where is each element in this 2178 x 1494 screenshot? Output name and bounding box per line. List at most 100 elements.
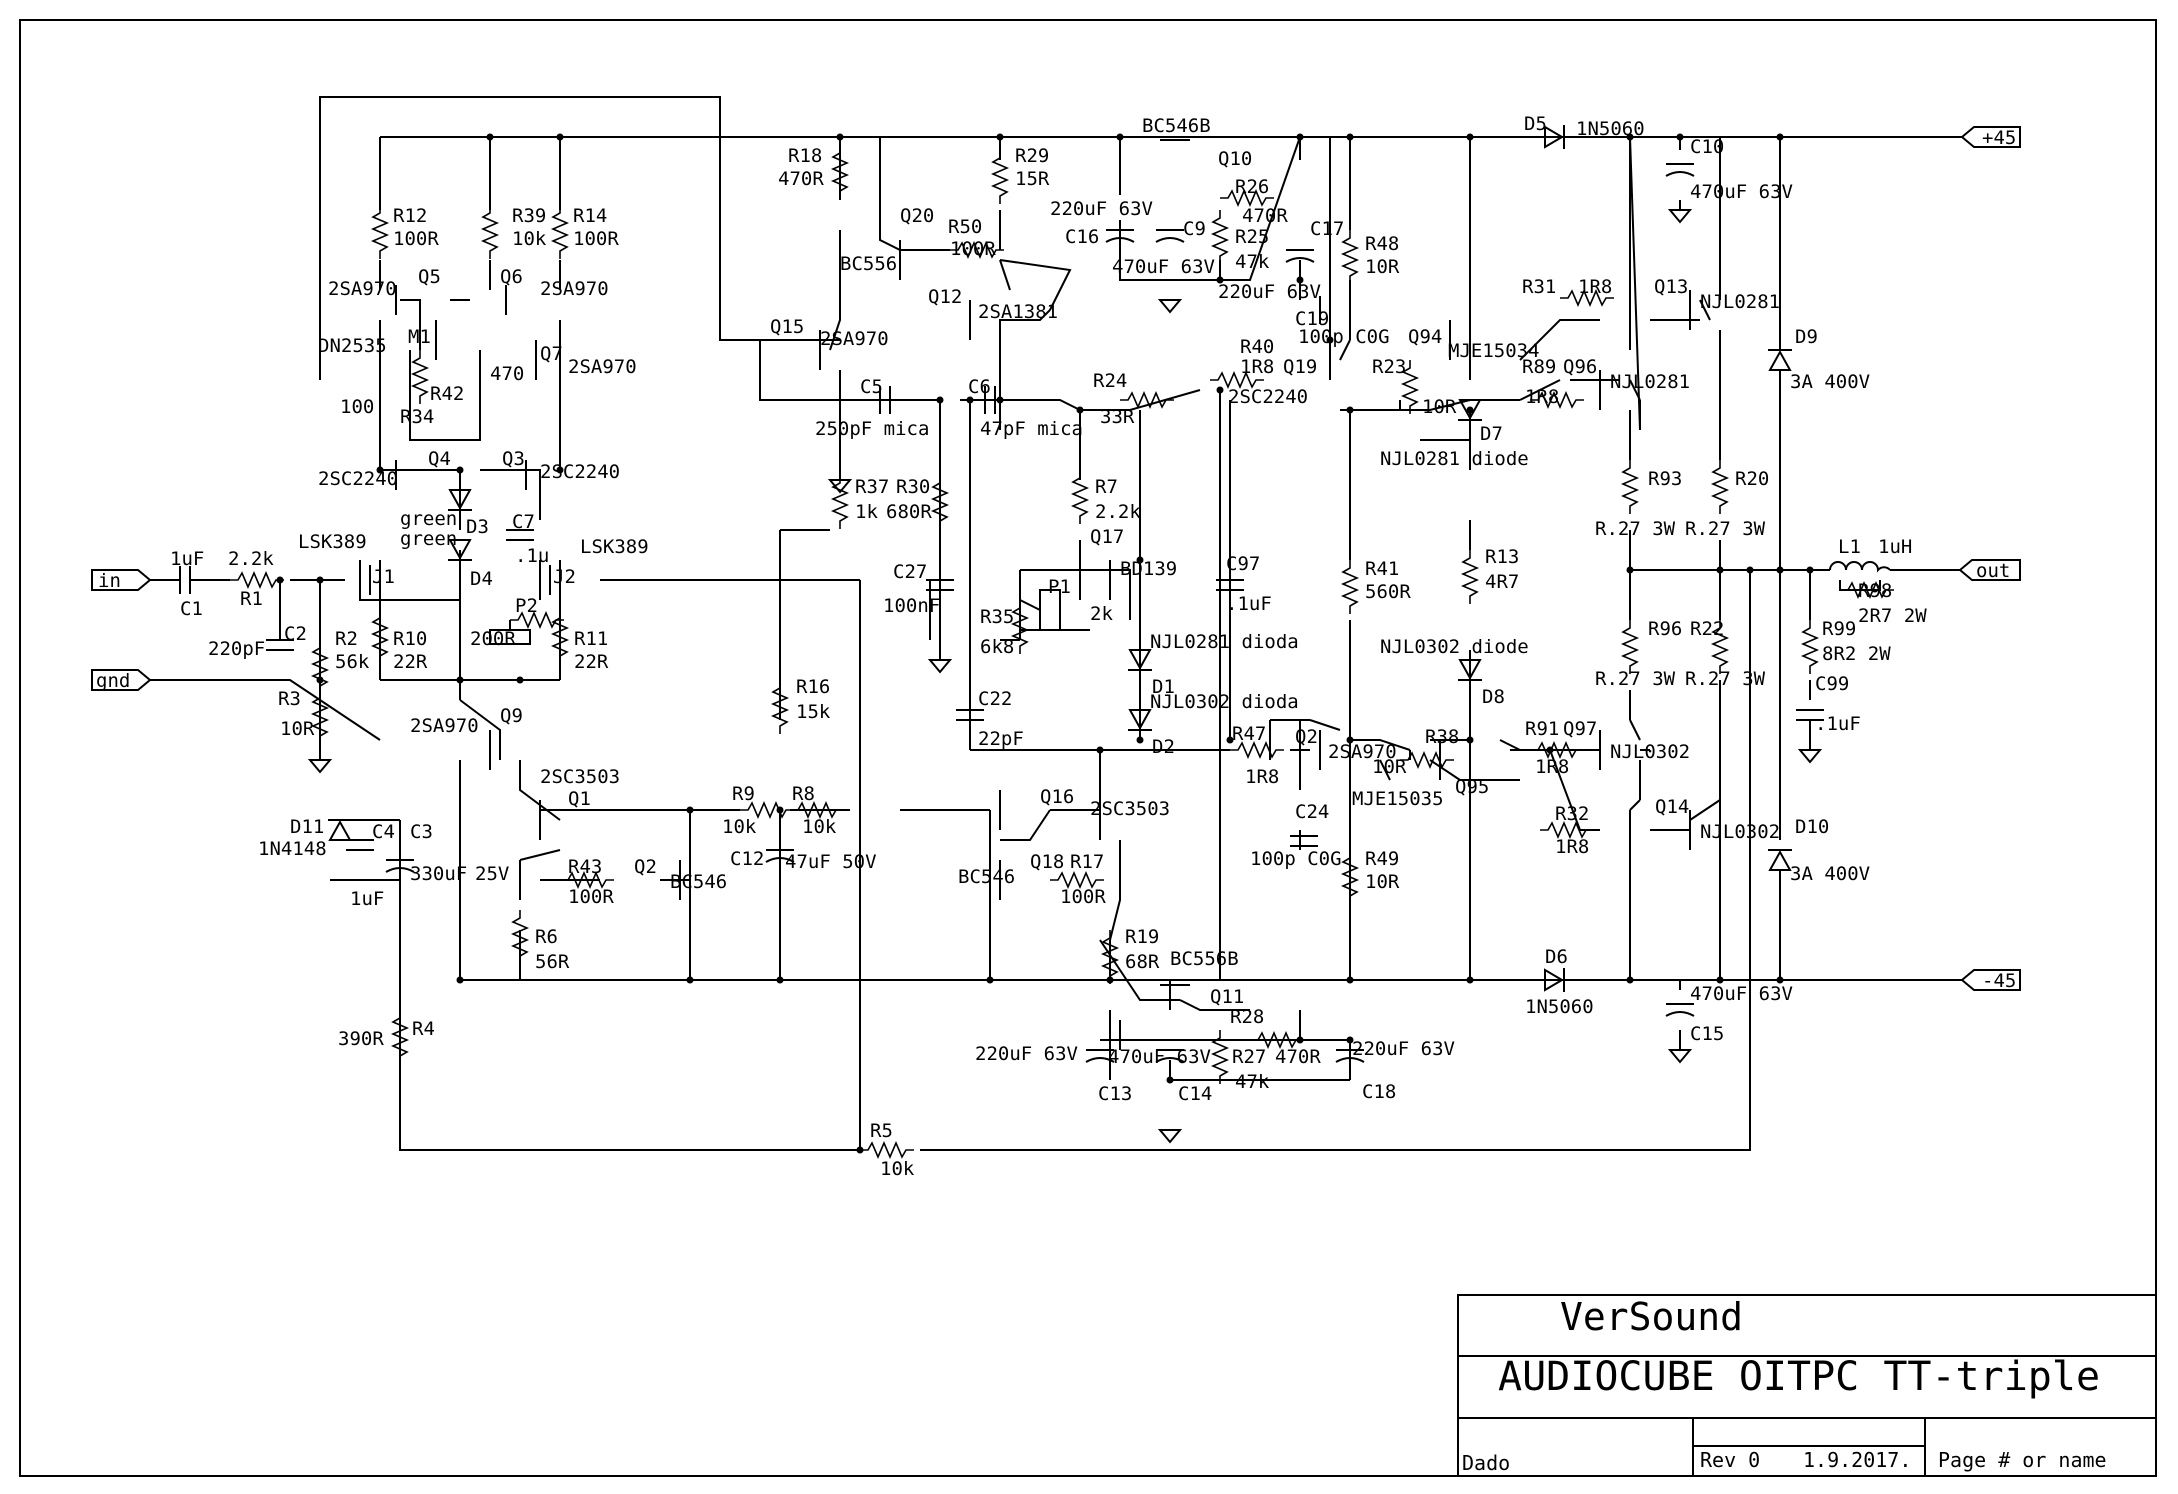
value-R19: 68R bbox=[1125, 951, 1160, 973]
label-C13: C13 bbox=[1098, 1083, 1132, 1105]
label-Q17: Q17 bbox=[1090, 526, 1124, 548]
author-name: Dado bbox=[1462, 1451, 1510, 1475]
label-R48: R48 bbox=[1365, 233, 1399, 255]
label-D5: D5 bbox=[1524, 113, 1547, 135]
label-J2: J2 bbox=[553, 566, 576, 588]
label-R6: R6 bbox=[535, 926, 558, 948]
label-R22: R22 bbox=[1690, 618, 1724, 640]
value-R11: 22R bbox=[574, 651, 609, 673]
label-C18: C18 bbox=[1362, 1081, 1396, 1103]
label-R19: R19 bbox=[1125, 926, 1159, 948]
value-R14: 100R bbox=[573, 228, 619, 250]
label-R43: R43 bbox=[568, 856, 602, 878]
type-Q6: 2SA970 bbox=[540, 278, 609, 300]
label-J1: J1 bbox=[372, 566, 395, 588]
value-R48: 10R bbox=[1365, 256, 1400, 278]
label-D8: D8 bbox=[1482, 686, 1505, 708]
label-C17: C17 bbox=[1310, 218, 1344, 240]
label-Q15: Q15 bbox=[770, 316, 804, 338]
label-R8: R8 bbox=[792, 783, 815, 805]
type-D10: 3A 400V bbox=[1790, 863, 1870, 885]
label-R5: R5 bbox=[870, 1120, 893, 1142]
value-R27: 47k bbox=[1235, 1071, 1270, 1093]
label-R11: R11 bbox=[574, 628, 608, 650]
type-Q19: 2SC2240 bbox=[1228, 386, 1308, 408]
port-out[interactable]: out bbox=[1958, 559, 2021, 582]
label-R17: R17 bbox=[1070, 851, 1104, 873]
port-pos-supply[interactable]: +45 bbox=[1960, 126, 2021, 149]
label-R29: R29 bbox=[1015, 145, 1049, 167]
label-R9: R9 bbox=[732, 783, 755, 805]
label-D4: D4 bbox=[470, 568, 493, 590]
value-C99: .1uF bbox=[1815, 713, 1861, 735]
label-P2: P2 bbox=[515, 595, 538, 617]
label-R12: R12 bbox=[393, 205, 427, 227]
value-C10: 470uF 63V bbox=[1690, 181, 1793, 203]
value-R93: R.27 3W bbox=[1595, 518, 1676, 540]
label-C14: C14 bbox=[1178, 1083, 1212, 1105]
type-J2: LSK389 bbox=[580, 536, 649, 558]
label-C6: C6 bbox=[968, 376, 991, 398]
port-in[interactable]: in bbox=[91, 569, 152, 592]
page-name: Page # or name bbox=[1938, 1448, 2107, 1472]
label-R93: R93 bbox=[1648, 468, 1682, 490]
type-Q11: BC556B bbox=[1170, 948, 1239, 970]
type-Q14: NJL0302 bbox=[1700, 821, 1780, 843]
value-R98: 2R7 2W bbox=[1858, 605, 1927, 627]
label-R25: R25 bbox=[1235, 226, 1269, 248]
value-C97: .1uF bbox=[1226, 593, 1272, 615]
value-C18: 220uF 63V bbox=[1352, 1038, 1455, 1060]
type-Q16: 2SC3503 bbox=[1090, 798, 1170, 820]
value-R28: 470R bbox=[1275, 1046, 1321, 1068]
type-D1: NJL0281 dioda bbox=[1150, 631, 1299, 653]
label-Q96: Q96 bbox=[1563, 356, 1597, 378]
label-R32: R32 bbox=[1555, 803, 1589, 825]
label-Q18: Q18 bbox=[1030, 851, 1064, 873]
value-R47: 1R8 bbox=[1245, 766, 1279, 788]
type-D2: NJL0302 dioda bbox=[1150, 691, 1299, 713]
label-Q97: Q97 bbox=[1563, 718, 1597, 740]
label-P1: P1 bbox=[1048, 576, 1071, 598]
inductor-symbol bbox=[1829, 561, 1891, 573]
label-R30: R30 bbox=[896, 476, 930, 498]
value-R9: 10k bbox=[722, 816, 757, 838]
value-R34: 100 bbox=[340, 396, 374, 418]
label-C97: C97 bbox=[1226, 553, 1260, 575]
port-neg-supply[interactable]: -45 bbox=[1960, 969, 2021, 992]
label-C10: C10 bbox=[1690, 136, 1724, 158]
label-Q4: Q4 bbox=[428, 448, 451, 470]
value-R89: 1R8 bbox=[1525, 386, 1559, 408]
type-Q9: 2SA970 bbox=[410, 715, 479, 737]
label-C24: C24 bbox=[1295, 801, 1329, 823]
value-R50: 100R bbox=[950, 238, 996, 260]
type-Q20: BC556 bbox=[840, 253, 897, 275]
label-Q14: Q14 bbox=[1655, 796, 1689, 818]
value-R20: R.27 3W bbox=[1685, 518, 1766, 540]
type-D11: 1N4148 bbox=[258, 838, 327, 860]
label-R41: R41 bbox=[1365, 558, 1399, 580]
label-R28: R28 bbox=[1230, 1006, 1264, 1028]
label-C19: C19 bbox=[1295, 308, 1329, 330]
label-R7: R7 bbox=[1095, 476, 1118, 498]
company-name: VerSound bbox=[1560, 1295, 1743, 1339]
drawing-title: AUDIOCUBE OITPC TT-triple bbox=[1498, 1354, 2100, 1400]
value-C3: 330uF bbox=[410, 863, 467, 885]
label-R23: R23 bbox=[1372, 356, 1406, 378]
label-D9: D9 bbox=[1795, 326, 1818, 348]
label-D2: D2 bbox=[1152, 736, 1175, 758]
label-R40: R40 bbox=[1240, 336, 1274, 358]
value-R16: 15k bbox=[796, 701, 831, 723]
port-gnd[interactable]: gnd bbox=[91, 669, 152, 692]
label-R13: R13 bbox=[1485, 546, 1519, 568]
color-D4: green bbox=[400, 528, 457, 550]
label-L1: L1 bbox=[1838, 536, 1861, 558]
value-R18: 470R bbox=[778, 168, 824, 190]
label-C9: C9 bbox=[1183, 218, 1206, 240]
type-Q4: 2SC2240 bbox=[318, 468, 398, 490]
label-D7: D7 bbox=[1480, 423, 1503, 445]
type-Q13: NJL0281 bbox=[1700, 291, 1780, 313]
value-R41: 560R bbox=[1365, 581, 1411, 603]
transistor-symbols bbox=[369, 139, 1691, 986]
type-D8: NJL0302 diode bbox=[1380, 636, 1529, 658]
